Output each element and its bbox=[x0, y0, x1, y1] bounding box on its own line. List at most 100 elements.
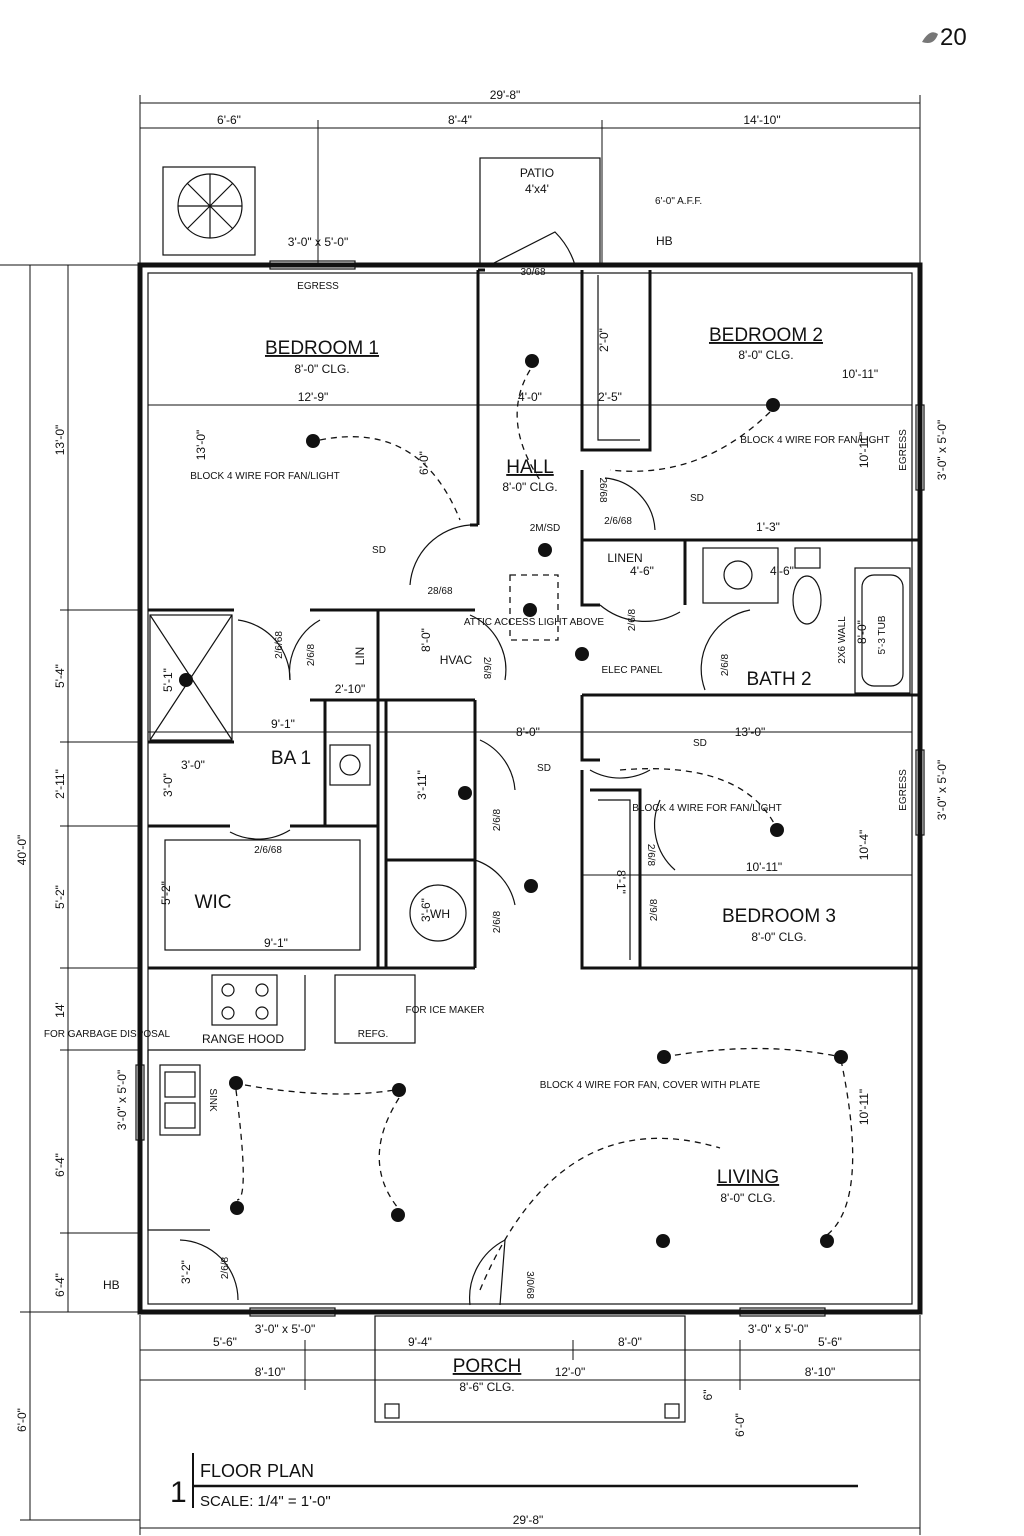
dim-left-overall: 40'-0" bbox=[15, 835, 29, 866]
window-right-1-size: 3'-0" x 5'-0" bbox=[935, 420, 949, 480]
room-bedroom-3: BEDROOM 3 bbox=[722, 906, 836, 927]
door-label-7: 2/6/8 bbox=[492, 808, 503, 831]
dim-3-11: 3'-11" bbox=[415, 770, 429, 800]
room-wic: WIC bbox=[195, 892, 232, 913]
bottom-dimensions: 5'-6" 9'-4" 8'-0" 5'-6" 8'-10" 12'-0" 8'… bbox=[139, 1315, 921, 1535]
ac-unit bbox=[162, 166, 256, 256]
leaf-icon bbox=[922, 32, 938, 43]
dim-br3-w: 10'-11" bbox=[746, 860, 782, 874]
dim-5-1: 5'-1" bbox=[161, 668, 175, 692]
door-label-12: 2/6/8 bbox=[645, 844, 656, 867]
wh-label: WH bbox=[430, 907, 450, 921]
light-icon bbox=[306, 434, 320, 448]
note-2msd: 2M/SD bbox=[530, 523, 561, 534]
dim-8-0: 8'-0" bbox=[419, 628, 433, 652]
note-hb-bottom: HB bbox=[103, 1278, 120, 1292]
dim-left-e: 14' bbox=[53, 1002, 67, 1018]
room-bedroom-1-clg: 8'-0" CLG. bbox=[294, 362, 349, 376]
tub-label: 5'-3 TUB bbox=[877, 615, 888, 654]
dim-br1-h: 13'-0" bbox=[194, 430, 208, 461]
light-icon bbox=[458, 786, 472, 800]
window-bottom-l-size: 3'-0" x 5'-0" bbox=[255, 1322, 315, 1336]
dim-top-c: 14'-10" bbox=[743, 113, 780, 127]
dim-3-0: 3'-0" bbox=[181, 758, 205, 772]
room-porch-clg: 8'-6" CLG. bbox=[459, 1380, 514, 1394]
dim-1-3: 1'-3" bbox=[756, 520, 780, 534]
window-bottom-r-size: 3'-0" x 5'-0" bbox=[748, 1322, 808, 1336]
dim-top-a: 6'-6" bbox=[217, 113, 241, 127]
egress-right-2: EGRESS bbox=[898, 769, 909, 811]
note-hvac: HVAC bbox=[440, 653, 473, 667]
door-label-14: 2/6/8 bbox=[220, 1256, 231, 1279]
note-block-fan-4: BLOCK 4 WIRE FOR FAN, COVER WITH PLATE bbox=[540, 1080, 761, 1091]
dim-8-1: 8'-1" bbox=[614, 870, 628, 894]
room-bedroom-2-clg: 8'-0" CLG. bbox=[738, 348, 793, 362]
dim-br3-top: 13'-0" bbox=[735, 725, 766, 739]
door-label-9: 2/6/8 bbox=[492, 910, 503, 933]
door-label-10: 3/0/68 bbox=[524, 1271, 535, 1299]
dim-left-f: 6'-4" bbox=[53, 1153, 67, 1177]
light-icon bbox=[392, 1083, 406, 1097]
dim-3-6: 3'-6" bbox=[419, 898, 433, 922]
page-number-text: 20 bbox=[940, 24, 967, 51]
dim-left-c: 2'-11" bbox=[53, 769, 67, 799]
door-label-3: 2/6/8 bbox=[481, 657, 492, 680]
patio-size: 4'x4' bbox=[525, 182, 549, 196]
dim-bottom-overall: 29'-8" bbox=[513, 1513, 544, 1527]
dim-ba1-w: 9'-1" bbox=[271, 717, 295, 731]
title-block: 1 FLOOR PLAN SCALE: 1/4" = 1'-0" bbox=[170, 1453, 858, 1510]
note-ice: FOR ICE MAKER bbox=[406, 1005, 485, 1016]
room-ba-1: BA 1 bbox=[271, 748, 311, 769]
dim-porch-6in: 6" bbox=[701, 1390, 715, 1401]
dim-hall-w: 4'-0" bbox=[518, 390, 542, 404]
dim-left-porch: 6'-0" bbox=[15, 1408, 29, 1432]
dim-br2-a: 2'-5" bbox=[598, 390, 622, 404]
room-hall-clg: 8'-0" CLG. bbox=[502, 480, 557, 494]
dim-br2-h: 10'-11" bbox=[857, 432, 871, 468]
light-icon bbox=[656, 1234, 670, 1248]
title-scale: SCALE: 1/4" = 1'-0" bbox=[200, 1493, 331, 1510]
note-linen: LINEN bbox=[607, 551, 642, 565]
light-icon bbox=[391, 1208, 405, 1222]
patio: PATIO 4'x4' bbox=[479, 157, 601, 266]
aff-note: 6'-0" A.F.F. bbox=[655, 196, 702, 207]
door-label-5: 2/6/8 bbox=[627, 608, 638, 631]
door-label-11: 2/6/68 bbox=[604, 516, 632, 527]
room-porch: PORCH bbox=[453, 1356, 522, 1377]
dim-left-a: 13'-0" bbox=[53, 425, 67, 456]
light-icon bbox=[770, 823, 784, 837]
dim-bath-h: 8'-0" bbox=[855, 620, 869, 644]
left-dimensions: 40'-0" 13'-0" 5'-4" 2'-11" 5'-2" 14' 6'-… bbox=[0, 264, 140, 1521]
dim-br1-w: 12'-9" bbox=[298, 390, 329, 404]
dim-top-overall: 29'-8" bbox=[490, 88, 521, 102]
dim-bottom-a2: 9'-4" bbox=[408, 1335, 432, 1349]
dim-6-0: 6'-0" bbox=[417, 451, 431, 475]
dim-bottom-a4: 5'-6" bbox=[818, 1335, 842, 1349]
dim-living-h: 10'-11" bbox=[857, 1089, 871, 1125]
light-icon bbox=[230, 1201, 244, 1215]
note-sd-2: SD bbox=[690, 493, 704, 504]
note-sd-4: SD bbox=[537, 763, 551, 774]
dim-left-d: 5'-2" bbox=[53, 885, 67, 909]
door-label-4: 26/68 bbox=[597, 477, 608, 502]
door-patio: 30/68 bbox=[520, 267, 545, 278]
door-label-6: 2/6/8 bbox=[720, 653, 731, 676]
dim-porch-6ft: 6'-0" bbox=[733, 1413, 747, 1437]
doors: 30/68 28/68 2/6/68 2/6/8 2/6/8 26/68 2/6… bbox=[179, 231, 751, 1306]
dim-2-10: 2'-10" bbox=[335, 682, 366, 696]
note-elec-panel: ELEC PANEL bbox=[602, 665, 663, 676]
note-block-fan-3: BLOCK 4 WIRE FOR FAN/LIGHT bbox=[632, 803, 781, 814]
note-range-hood: RANGE HOOD bbox=[202, 1032, 284, 1046]
title-number: 1 bbox=[170, 1476, 187, 1509]
dim-bottom-b2: 12'-0" bbox=[555, 1365, 586, 1379]
dim-bottom-a3: 8'-0" bbox=[618, 1335, 642, 1349]
room-bedroom-2: BEDROOM 2 bbox=[709, 325, 823, 346]
page-number: 20 bbox=[922, 24, 967, 51]
room-hall: HALL bbox=[506, 457, 554, 478]
window-top-size: 3'-0" x 5'-0" bbox=[288, 235, 348, 249]
room-living: LIVING bbox=[717, 1167, 779, 1188]
room-living-clg: 8'-0" CLG. bbox=[720, 1191, 775, 1205]
dim-br3-h: 10'-4" bbox=[857, 830, 871, 861]
light-icon bbox=[524, 879, 538, 893]
dim-wic-w: 9'-1" bbox=[264, 936, 288, 950]
